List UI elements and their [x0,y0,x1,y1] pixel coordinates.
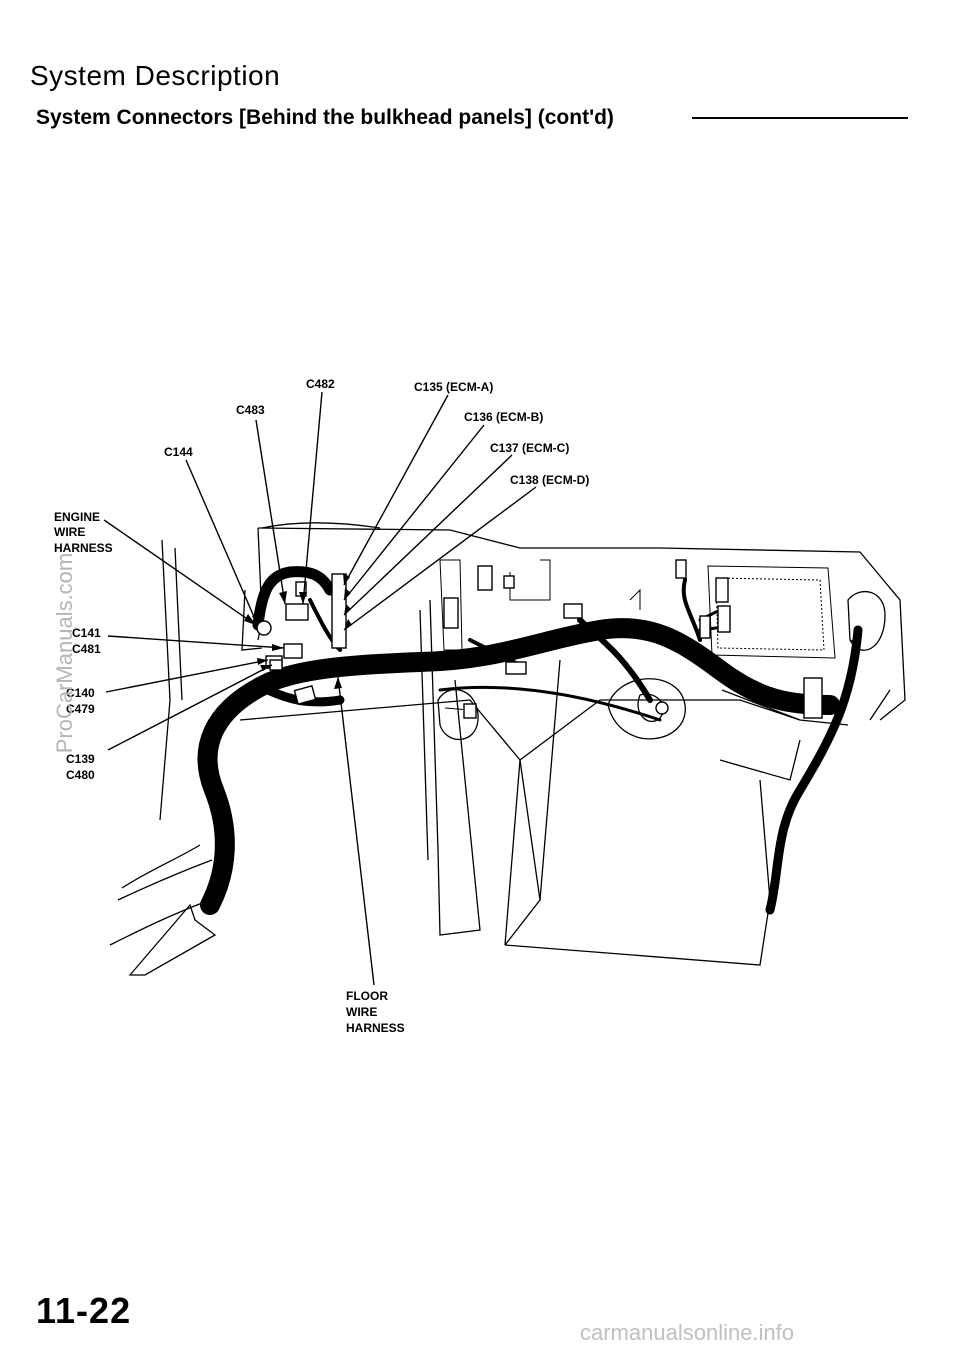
label-c141-c481: C141 C481 [72,626,101,656]
page-title: System Description [30,60,281,91]
label-floor-wire-harness: FLOOR WIRE HARNESS [346,989,405,1035]
page-number: 11-22 [36,1290,132,1331]
label-c482: C482 [306,377,335,391]
side-watermark: ProCarManuals.com [52,552,77,754]
label-c137: C137 (ECM-C) [490,441,569,455]
label-c136: C136 (ECM-B) [464,410,543,424]
label-floor-line-2: WIRE [346,1005,377,1019]
leader-lines [103,391,537,986]
label-c139: C139 [66,752,95,766]
label-engine-line-3: HARNESS [54,541,113,555]
label-floor-line-3: HARNESS [346,1021,405,1035]
label-c141: C141 [72,626,101,640]
leader-arrowheads [244,573,352,689]
label-c483: C483 [236,403,265,417]
label-floor-line-1: FLOOR [346,989,388,1003]
label-c481: C481 [72,642,101,656]
label-c140-c479: C140 C479 [66,686,95,716]
label-c138: C138 (ECM-D) [510,473,589,487]
label-c480: C480 [66,768,95,782]
bottom-watermark: carmanualsonline.info [580,1320,795,1345]
label-engine-line-1: ENGINE [54,510,100,524]
label-c144: C144 [164,445,193,459]
harness-bundles [197,566,863,915]
label-c479: C479 [66,702,95,716]
section-subtitle: System Connectors [Behind the bulkhead p… [36,106,614,129]
label-c140: C140 [66,686,95,700]
label-engine-line-2: WIRE [54,525,85,539]
bulkhead-outline [109,522,906,976]
label-engine-wire-harness: ENGINE WIRE HARNESS [54,510,113,555]
label-c139-c480: C139 C480 [66,752,95,782]
label-c135: C135 (ECM-A) [414,380,493,394]
header-rule [692,117,908,119]
